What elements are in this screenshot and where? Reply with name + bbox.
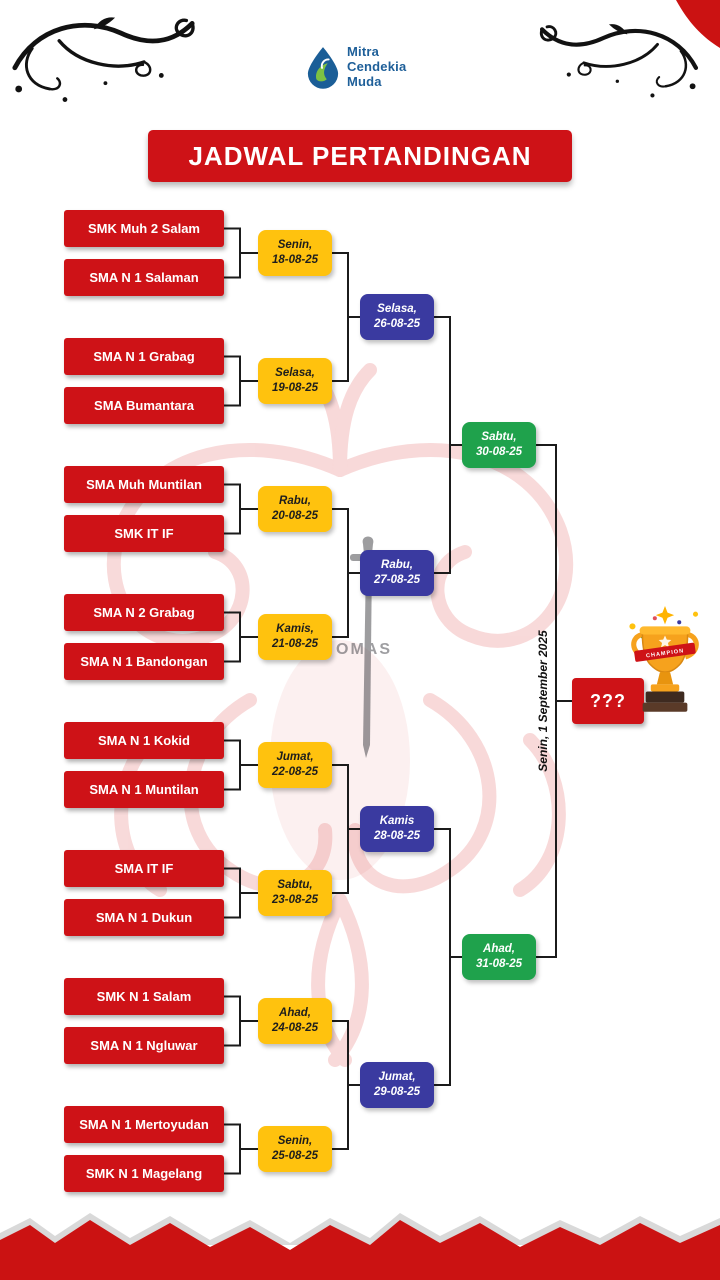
watermark-emblem-text: OMAS: [336, 641, 392, 658]
date-day: Rabu,: [381, 559, 413, 571]
round3-date-box: Ahad, 31-08-25: [462, 934, 536, 980]
team-box: SMA N 1 Ngluwar: [64, 1027, 224, 1064]
round1-date-box: Sabtu, 23-08-25: [258, 870, 332, 916]
date-day: Jumat,: [378, 1071, 416, 1083]
date-day: Selasa,: [275, 367, 315, 379]
date-day: Selasa,: [377, 303, 417, 315]
team-box: SMA N 2 Grabag: [64, 594, 224, 631]
logo-line-2: Cendekia: [347, 59, 407, 74]
date-date: 19-08-25: [271, 382, 319, 394]
logo-text: Mitra Cendekia Muda: [347, 44, 406, 89]
date-date: 24-08-25: [271, 1022, 319, 1034]
round1-date-box: Jumat, 22-08-25: [258, 742, 332, 788]
date-day: Kamis,: [276, 623, 314, 635]
trophy-icon: CHAMPION: [629, 606, 699, 712]
date-day: Ahad,: [483, 943, 515, 955]
logo-line-1: Mitra: [347, 44, 380, 59]
date-date: 27-08-25: [373, 574, 421, 586]
final-date-label: Senin, 1 September 2025: [536, 630, 550, 772]
date-date: 18-08-25: [271, 254, 319, 266]
team-box: SMA N 1 Kokid: [64, 722, 224, 759]
date-day: Ahad,: [279, 1007, 311, 1019]
date-day: Senin,: [277, 239, 313, 251]
team-box: SMA N 1 Dukun: [64, 899, 224, 936]
flourish-right-icon: [539, 24, 699, 98]
page-title: JADWAL PERTANDINGAN: [148, 130, 572, 182]
team-box: SMA N 1 Grabag: [64, 338, 224, 375]
flourish-left-icon: [12, 17, 195, 102]
date-day: Kamis: [379, 815, 415, 827]
corner-red-accent: [676, 0, 720, 48]
round1-date-box: Senin, 25-08-25: [258, 1126, 332, 1172]
date-date: 23-08-25: [271, 894, 319, 906]
team-box: SMA IT IF: [64, 850, 224, 887]
date-day: Rabu,: [279, 495, 311, 507]
date-date: 29-08-25: [373, 1086, 421, 1098]
round2-date-box: Kamis 28-08-25: [360, 806, 434, 852]
date-date: 25-08-25: [271, 1150, 319, 1162]
round1-date-box: Selasa, 19-08-25: [258, 358, 332, 404]
date-date: 22-08-25: [271, 766, 319, 778]
round1-date-box: Ahad, 24-08-25: [258, 998, 332, 1044]
team-box: SMA N 1 Muntilan: [64, 771, 224, 808]
team-box: SMA N 1 Bandongan: [64, 643, 224, 680]
winner-box: ???: [572, 678, 644, 724]
date-date: 21-08-25: [271, 638, 319, 650]
logo-line-3: Muda: [347, 74, 382, 89]
date-date: 20-08-25: [271, 510, 319, 522]
trophy-banner-text: CHAMPION: [646, 648, 685, 659]
round2-date-box: Jumat, 29-08-25: [360, 1062, 434, 1108]
round2-date-box: Selasa, 26-08-25: [360, 294, 434, 340]
logo: Mitra Cendekia Muda: [306, 44, 406, 89]
team-box: SMK N 1 Salam: [64, 978, 224, 1015]
round1-date-box: Rabu, 20-08-25: [258, 486, 332, 532]
date-date: 31-08-25: [475, 958, 523, 970]
round1-date-box: Senin, 18-08-25: [258, 230, 332, 276]
team-box: SMK IT IF: [64, 515, 224, 552]
team-box: SMK N 1 Magelang: [64, 1155, 224, 1192]
date-day: Jumat,: [276, 751, 314, 763]
date-day: Sabtu,: [277, 879, 313, 891]
team-box: SMA Muh Muntilan: [64, 466, 224, 503]
team-box: SMA N 1 Mertoyudan: [64, 1106, 224, 1143]
team-box: SMA Bumantara: [64, 387, 224, 424]
team-box: SMK Muh 2 Salam: [64, 210, 224, 247]
date-day: Senin,: [277, 1135, 313, 1147]
round3-date-box: Sabtu, 30-08-25: [462, 422, 536, 468]
torn-paper-edge: [0, 1213, 720, 1280]
team-box: SMA N 1 Salaman: [64, 259, 224, 296]
round1-date-box: Kamis, 21-08-25: [258, 614, 332, 660]
round2-date-box: Rabu, 27-08-25: [360, 550, 434, 596]
date-date: 30-08-25: [475, 446, 523, 458]
logo-drop-icon: [307, 46, 339, 89]
date-day: Sabtu,: [481, 431, 517, 443]
date-date: 26-08-25: [373, 318, 421, 330]
date-date: 28-08-25: [373, 830, 421, 842]
